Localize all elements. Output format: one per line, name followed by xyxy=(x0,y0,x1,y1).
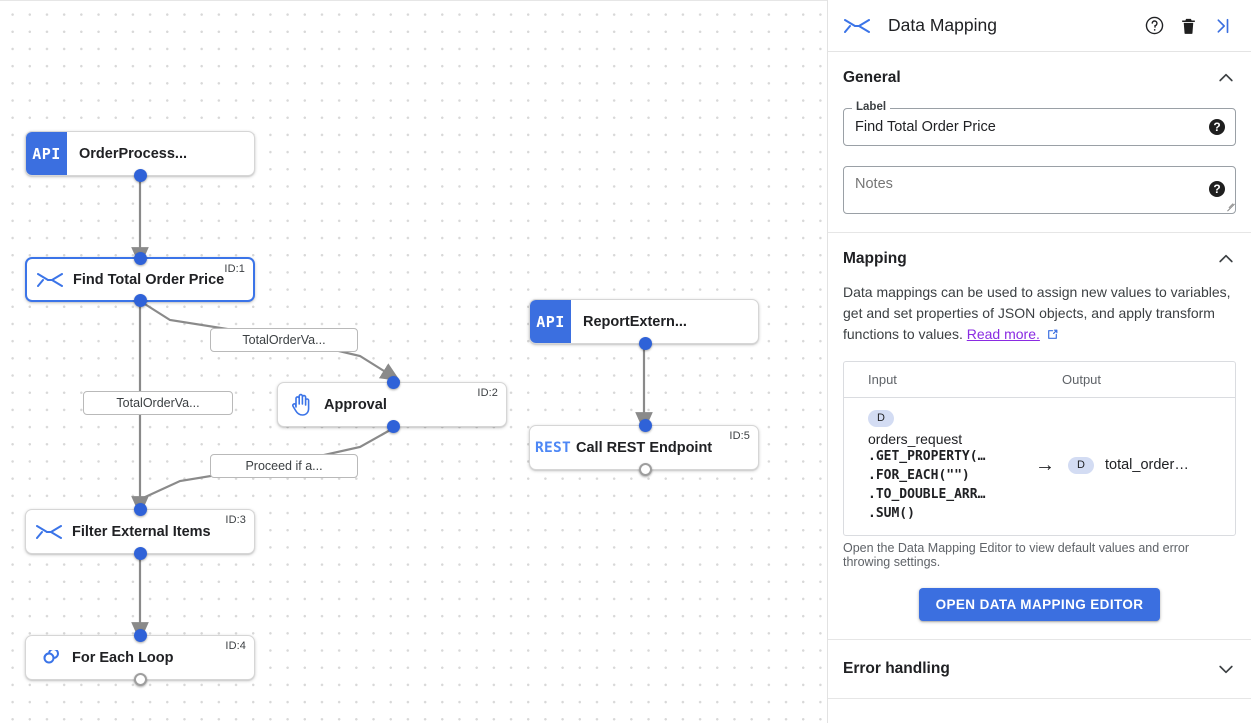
data-mapping-icon xyxy=(844,17,870,35)
loop-infinity-icon xyxy=(26,649,72,666)
output-variable-name: total_order… xyxy=(1105,457,1189,474)
edge-layer xyxy=(131,176,653,642)
node-call-rest-endpoint[interactable]: REST Call REST Endpoint ID:5 xyxy=(529,419,759,476)
section-general-header[interactable]: General xyxy=(843,68,1236,88)
node-output-handle[interactable] xyxy=(133,294,147,307)
label-help-icon[interactable]: ? xyxy=(1209,119,1225,135)
mapping-button-row: OPEN DATA MAPPING EDITOR xyxy=(843,587,1236,621)
node-label: Find Total Order Price xyxy=(73,271,225,288)
mapping-table-header: Input Output xyxy=(844,362,1235,398)
data-mapping-icon xyxy=(26,523,72,541)
node-find-total-order-price[interactable]: Find Total Order Price ID:1 xyxy=(25,252,255,307)
chevron-up-icon[interactable] xyxy=(1216,68,1236,88)
trash-icon[interactable] xyxy=(1173,11,1203,41)
edge-label[interactable]: Proceed if a... xyxy=(210,454,358,478)
column-header-output: Output xyxy=(1062,372,1102,387)
notes-placeholder: Notes xyxy=(855,176,893,192)
input-type-badge: D xyxy=(868,409,894,427)
api-badge-icon: API xyxy=(26,132,67,175)
collapse-panel-icon[interactable] xyxy=(1207,11,1237,41)
node-label: Call REST Endpoint xyxy=(576,439,713,456)
mapping-arrow-icon: → xyxy=(1035,453,1055,476)
mapping-table: Input Output D orders_request .GET_PROPE… xyxy=(843,361,1236,536)
node-id-badge: ID:1 xyxy=(224,263,245,275)
node-label: Filter External Items xyxy=(72,523,211,540)
node-id-badge: ID:3 xyxy=(225,514,246,526)
label-field-value: Find Total Order Price xyxy=(855,119,996,135)
section-general-title: General xyxy=(843,69,901,86)
input-variable-name: orders_request xyxy=(868,430,963,447)
table-row[interactable]: D orders_request .GET_PROPERTY(… .FOR_EA… xyxy=(844,398,1235,535)
node-output-handle[interactable] xyxy=(133,169,147,182)
input-chain-line: .FOR_EACH("") xyxy=(868,467,970,483)
mapping-input-cell: D orders_request .GET_PROPERTY(… .FOR_EA… xyxy=(844,408,1022,523)
node-label: ReportExtern... xyxy=(583,313,687,330)
data-mapping-icon xyxy=(27,271,73,289)
workflow-canvas[interactable]: API OrderProcess... Find Total Order Pri… xyxy=(0,0,828,723)
node-input-handle[interactable] xyxy=(638,419,652,432)
node-label: Approval xyxy=(324,396,387,413)
panel-header: Data Mapping xyxy=(828,0,1251,52)
section-mapping-header[interactable]: Mapping xyxy=(843,249,1236,269)
section-error-handling: Error handling xyxy=(828,640,1251,699)
node-label: For Each Loop xyxy=(72,649,174,666)
column-header-input: Input xyxy=(868,372,897,387)
notes-resize-handle[interactable] xyxy=(1221,200,1235,212)
node-output-handle[interactable] xyxy=(638,463,652,476)
node-order-process[interactable]: API OrderProcess... xyxy=(25,131,255,182)
mapping-note: Open the Data Mapping Editor to view def… xyxy=(843,540,1190,569)
node-for-each-loop[interactable]: For Each Loop ID:4 xyxy=(25,629,255,686)
output-type-badge: D xyxy=(1068,456,1094,474)
chevron-down-icon[interactable] xyxy=(1216,659,1236,679)
input-chain-line: .GET_PROPERTY(… xyxy=(868,448,986,464)
section-error-handling-title: Error handling xyxy=(843,659,950,677)
notes-help-icon[interactable]: ? xyxy=(1209,181,1225,197)
hand-icon xyxy=(278,393,324,417)
node-output-handle[interactable] xyxy=(133,547,147,560)
read-more-link[interactable]: Read more. xyxy=(966,326,1040,342)
open-data-mapping-editor-button[interactable]: OPEN DATA MAPPING EDITOR xyxy=(918,587,1161,621)
canvas-top-divider xyxy=(0,0,827,1)
mapping-description: Data mappings can be used to assign new … xyxy=(843,282,1236,347)
section-mapping: Mapping Data mappings can be used to ass… xyxy=(828,233,1251,640)
node-input-handle[interactable] xyxy=(386,376,400,389)
node-input-handle[interactable] xyxy=(133,252,147,265)
external-link-icon[interactable] xyxy=(1042,328,1059,344)
panel-title: Data Mapping xyxy=(888,15,997,35)
section-error-handling-header[interactable]: Error handling xyxy=(843,659,1236,679)
help-circle-icon[interactable] xyxy=(1139,11,1169,41)
node-id-badge: ID:4 xyxy=(225,640,246,652)
label-field[interactable]: Label Find Total Order Price ? xyxy=(843,101,1236,146)
node-label: OrderProcess... xyxy=(79,145,187,162)
node-report-external[interactable]: API ReportExtern... xyxy=(529,299,759,350)
api-badge-icon: API xyxy=(530,300,571,343)
node-approval[interactable]: Approval ID:2 xyxy=(277,376,507,433)
label-field-legend: Label xyxy=(852,101,891,113)
node-input-handle[interactable] xyxy=(133,629,147,642)
node-filter-external-items[interactable]: Filter External Items ID:3 xyxy=(25,503,255,560)
chevron-up-icon[interactable] xyxy=(1216,249,1236,269)
node-output-handle[interactable] xyxy=(386,420,400,433)
node-output-handle[interactable] xyxy=(638,337,652,350)
edge-label[interactable]: TotalOrderVa... xyxy=(210,328,358,352)
properties-panel: Data Mapping xyxy=(828,0,1251,723)
mapping-output-cell: D total_order… xyxy=(1068,456,1235,474)
mapping-description-text: Data mappings can be used to assign new … xyxy=(843,284,1231,342)
rest-icon-text: REST xyxy=(534,439,572,456)
edge-label[interactable]: TotalOrderVa... xyxy=(83,391,233,415)
node-id-badge: ID:2 xyxy=(477,387,498,399)
section-mapping-title: Mapping xyxy=(843,250,907,267)
input-chain-line: .SUM() xyxy=(868,505,915,521)
node-input-handle[interactable] xyxy=(133,503,147,516)
section-general: General Label Find Total Order Price ? N… xyxy=(828,52,1251,233)
node-output-handle[interactable] xyxy=(133,673,147,686)
rest-icon: REST xyxy=(530,440,576,456)
input-chain-line: .TO_DOUBLE_ARR… xyxy=(868,486,986,502)
node-id-badge: ID:5 xyxy=(729,430,750,442)
notes-field[interactable]: Notes ? xyxy=(843,166,1236,214)
